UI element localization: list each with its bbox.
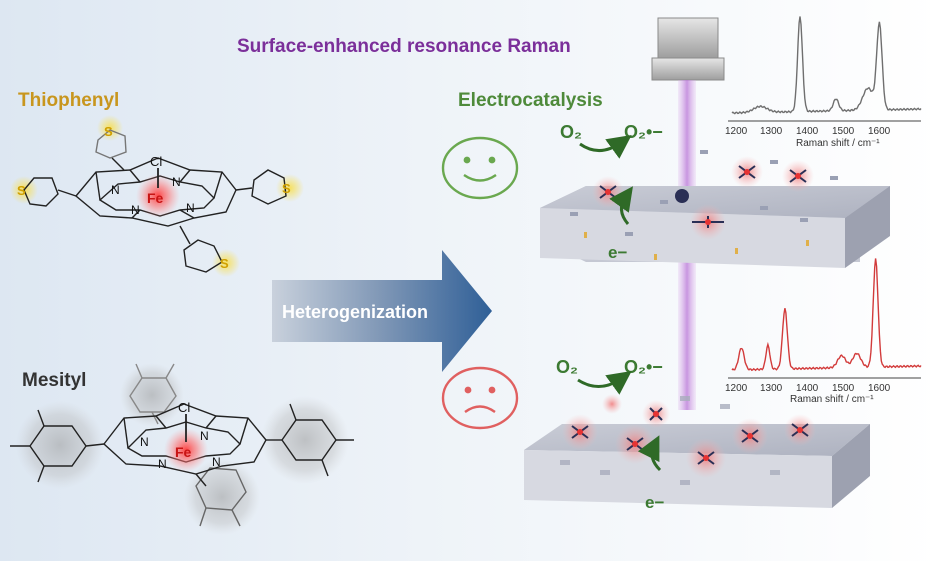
bottom-spectrum-line <box>731 258 922 372</box>
laser-source <box>651 17 725 81</box>
mesityl-n-atom-2: N <box>200 429 209 443</box>
top-spectrum-tick-1300: 1300 <box>760 126 783 137</box>
sulfur-atom-bottom: S <box>220 256 229 271</box>
sulfur-glow-top <box>97 115 123 141</box>
sulfur-atom-right: S <box>282 181 291 196</box>
top-spectrum-tick-1500: 1500 <box>832 126 855 137</box>
chloride-label: Cl <box>150 154 162 169</box>
thiophenyl-label: Thiophenyl <box>18 90 119 111</box>
bottom-spectrum: 1200 1300 1400 1500 1600 Raman shift / cm⁻¹ <box>725 258 922 405</box>
happy-face-icon <box>441 136 519 200</box>
mesityl-label: Mesityl <box>22 370 86 391</box>
bottom-spectrum-tick-1400: 1400 <box>796 383 819 394</box>
mesityl-iron-label: Fe <box>175 444 192 460</box>
mesityl-porphyrin <box>10 363 354 535</box>
heterogenization-arrow: Heterogenization <box>272 250 492 372</box>
n-atom-3: N <box>131 203 140 217</box>
bottom-spectrum-tick-1300: 1300 <box>760 383 783 394</box>
top-reaction-arrow <box>579 134 632 159</box>
bottom-surface <box>524 424 870 508</box>
thiophene-ring-right <box>251 169 287 205</box>
bottom-reaction-arrow <box>577 370 632 395</box>
top-spectrum: 1200 1300 1400 1500 1600 Raman shift / cm⁻¹ <box>725 16 922 149</box>
sulfur-atom-top: S <box>104 124 113 139</box>
mesityl-n-atom-1: N <box>140 435 149 449</box>
top-electron-label: e− <box>608 243 627 262</box>
top-product: O₂•− <box>624 122 663 142</box>
mesityl-n-atom-3: N <box>158 457 167 471</box>
thiophene-ring-bottom <box>183 239 223 273</box>
iron-label: Fe <box>147 190 164 206</box>
sad-face-icon <box>441 366 519 430</box>
top-spectrum-tick-1400: 1400 <box>796 126 819 137</box>
top-spectrum-line <box>731 16 922 115</box>
thiophenyl-porphyrin: S S S S <box>10 115 304 277</box>
n-atom-1: N <box>111 183 120 197</box>
n-atom-2: N <box>172 175 181 189</box>
sulfur-glow-right <box>276 174 304 202</box>
heterogenization-label: Heterogenization <box>282 302 428 322</box>
top-reactant: O₂ <box>560 122 582 142</box>
thiophene-ring-top <box>95 129 127 159</box>
mesityl-chloride-label: Cl <box>178 400 190 415</box>
top-spectrum-tick-1200: 1200 <box>725 126 748 137</box>
top-catalysts <box>570 150 838 260</box>
bottom-spectrum-tick-1600: 1600 <box>868 383 891 394</box>
n-atom-4: N <box>186 201 195 215</box>
thiophene-ring-left <box>23 177 59 207</box>
bottom-electron-arrow <box>637 435 662 472</box>
top-electron-arrow <box>609 186 633 225</box>
bottom-spectrum-xlabel: Raman shift / cm⁻¹ <box>790 394 874 405</box>
top-spectrum-xlabel: Raman shift / cm⁻¹ <box>796 138 880 149</box>
bottom-spectrum-tick-1500: 1500 <box>832 383 855 394</box>
electrocatalysis-label: Electrocatalysis <box>458 90 603 111</box>
iron-glow <box>136 174 180 218</box>
sulfur-atom-left: S <box>17 183 26 198</box>
bottom-electron-label: e− <box>645 493 664 512</box>
bottom-product: O₂•− <box>624 357 663 377</box>
top-spectrum-tick-1600: 1600 <box>868 126 891 137</box>
bottom-spectrum-tick-1200: 1200 <box>725 383 748 394</box>
mesityl-n-atom-4: N <box>212 455 221 469</box>
title-text: Surface-enhanced resonance Raman <box>237 36 571 57</box>
bottom-reactant: O₂ <box>556 357 578 377</box>
